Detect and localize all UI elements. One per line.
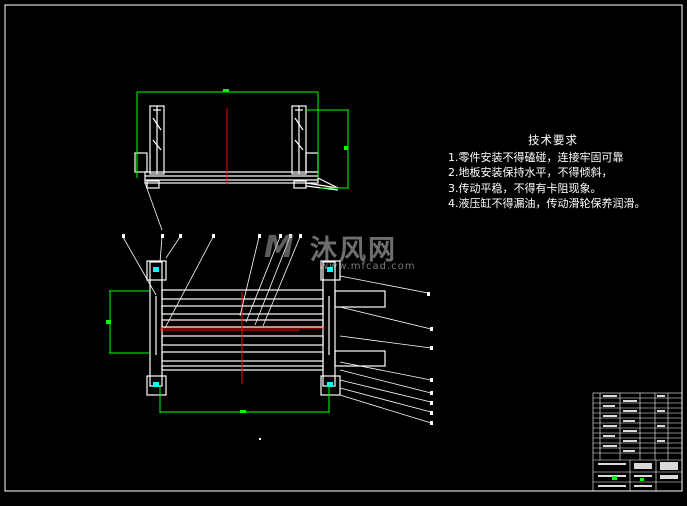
title-block-accents bbox=[612, 476, 644, 481]
plan-cylinder-upper bbox=[334, 290, 386, 308]
drawing-border bbox=[4, 4, 683, 492]
plan-pad-markers bbox=[153, 267, 333, 387]
leader-tags bbox=[122, 234, 433, 425]
parts-list-rows bbox=[593, 397, 682, 454]
leader-lines bbox=[122, 182, 432, 424]
technical-requirement-2: 2.地板安装保持水平，不得倾斜， bbox=[448, 166, 613, 179]
title-block bbox=[592, 392, 683, 492]
technical-requirements: 技术要求 1.零件安装不得磕碰，连接牢固可靠 2.地板安装保持水平，不得倾斜， … bbox=[448, 133, 678, 212]
technical-requirement-4: 4.液压缸不得漏油，传动滑轮保养润滑。 bbox=[448, 197, 646, 210]
top-view bbox=[134, 105, 339, 191]
top-view-dimensions bbox=[136, 91, 349, 189]
title-block-fill bbox=[598, 395, 678, 487]
technical-requirement-3: 3.传动平稳，不得有卡阻现象。 bbox=[448, 181, 602, 195]
plan-cylinder-lower bbox=[334, 350, 386, 367]
technical-requirement-1: 1.零件安装不得磕碰，连接牢固可靠 bbox=[448, 150, 624, 164]
technical-requirements-title: 技术要求 bbox=[528, 133, 578, 147]
